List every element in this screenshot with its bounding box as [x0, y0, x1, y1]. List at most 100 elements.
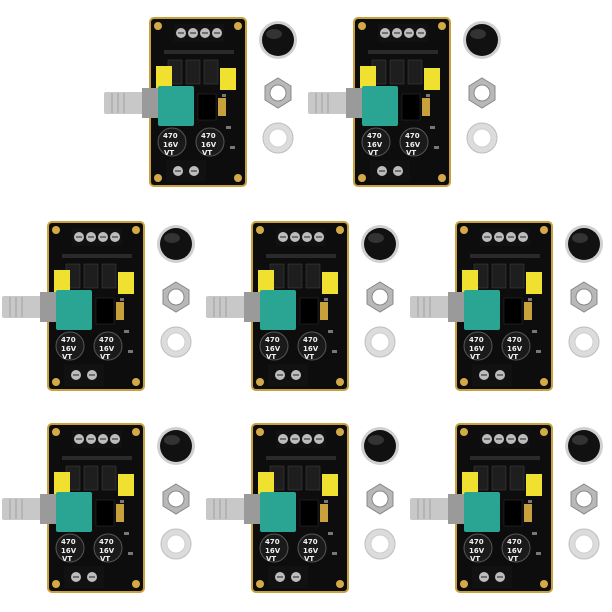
hex-nut: [264, 77, 292, 109]
audio-jack: [401, 93, 421, 121]
capacitor-voltage-label: 16V: [367, 141, 383, 149]
audio-jack: [503, 499, 523, 527]
potentiometer-body: [260, 492, 296, 532]
volume-knob: [361, 427, 399, 465]
amplifier-kit-5: 470 16V VT 470 16V VT: [408, 221, 608, 397]
hex-nut: [570, 483, 598, 515]
capacitor-value-label: 470: [163, 132, 178, 140]
jack-contact: [116, 504, 124, 522]
capacitor-value-label: 470: [201, 132, 216, 140]
film-capacitor-left: [156, 66, 172, 90]
capacitor-brand-label: VT: [164, 149, 174, 157]
potentiometer-shaft: [308, 88, 366, 118]
electrolytic-capacitor-left: 470 16V VT: [157, 127, 187, 157]
volume-knob: [361, 225, 399, 263]
washer: [466, 122, 498, 154]
capacitor-value-label: 470: [61, 538, 76, 546]
film-capacitor-right: [118, 272, 134, 294]
washer: [568, 528, 600, 560]
amplifier-kit-8: 470 16V VT 470 16V VT: [408, 423, 608, 599]
potentiometer-body: [362, 86, 398, 126]
output-terminal-block: [480, 228, 530, 246]
capacitor-voltage-label: 16V: [507, 345, 523, 353]
capacitor-voltage-label: 16V: [507, 547, 523, 555]
amplifier-kit-illustration: 470 16V VT 470 16V VT: [206, 221, 399, 391]
capacitor-voltage-label: 16V: [61, 345, 77, 353]
electrolytic-capacitor-right: 470 16V VT: [195, 127, 225, 157]
volume-knob: [157, 225, 195, 263]
jack-contact: [116, 302, 124, 320]
film-capacitor-left: [462, 472, 478, 496]
jack-contact: [524, 504, 532, 522]
electrolytic-capacitor-left: 470 16V VT: [55, 331, 85, 361]
capacitor-voltage-label: 16V: [265, 345, 281, 353]
power-terminal-block: [64, 364, 104, 386]
capacitor-voltage-label: 16V: [61, 547, 77, 555]
audio-jack: [503, 297, 523, 325]
power-terminal-block: [268, 566, 308, 588]
potentiometer-body: [260, 290, 296, 330]
amplifier-kit-illustration: 470 16V VT 470 16V VT: [206, 423, 399, 593]
washer: [160, 528, 192, 560]
jack-contact: [422, 98, 430, 116]
volume-knob: [259, 21, 297, 59]
capacitor-brand-label: VT: [406, 149, 416, 157]
output-terminal-block: [480, 430, 530, 448]
capacitor-voltage-label: 16V: [99, 547, 115, 555]
potentiometer-body: [56, 290, 92, 330]
capacitor-value-label: 470: [303, 538, 318, 546]
capacitor-voltage-label: 16V: [303, 547, 319, 555]
amplifier-kit-7: 470 16V VT 470 16V VT: [204, 423, 404, 599]
audio-jack: [197, 93, 217, 121]
audio-jack: [299, 297, 319, 325]
amplifier-kit-1: 470 16V VT 470 16V VT: [102, 17, 302, 193]
potentiometer-shaft: [2, 494, 60, 524]
hex-nut: [162, 281, 190, 313]
capacitor-voltage-label: 16V: [469, 345, 485, 353]
audio-jack: [95, 499, 115, 527]
electrolytic-capacitor-right: 470 16V VT: [297, 331, 327, 361]
jack-contact: [524, 302, 532, 320]
film-capacitor-right: [424, 68, 440, 90]
washer: [160, 326, 192, 358]
capacitor-brand-label: VT: [266, 353, 276, 361]
film-capacitor-right: [526, 272, 542, 294]
capacitor-value-label: 470: [265, 336, 280, 344]
electrolytic-capacitor-right: 470 16V VT: [93, 331, 123, 361]
washer: [364, 528, 396, 560]
capacitor-brand-label: VT: [202, 149, 212, 157]
film-capacitor-left: [54, 472, 70, 496]
amplifier-kit-illustration: 470 16V VT 470 16V VT: [410, 423, 603, 593]
electrolytic-capacitor-left: 470 16V VT: [259, 533, 289, 563]
jack-contact: [320, 302, 328, 320]
capacitor-value-label: 470: [507, 336, 522, 344]
amplifier-kit-illustration: 470 16V VT 470 16V VT: [308, 17, 501, 187]
potentiometer-shaft: [206, 494, 264, 524]
potentiometer-shaft: [2, 292, 60, 322]
potentiometer-shaft: [104, 88, 162, 118]
hex-nut: [366, 483, 394, 515]
volume-knob: [463, 21, 501, 59]
electrolytic-capacitor-left: 470 16V VT: [55, 533, 85, 563]
capacitor-brand-label: VT: [470, 353, 480, 361]
output-terminal-block: [72, 228, 122, 246]
amplifier-kit-illustration: 470 16V VT 470 16V VT: [2, 221, 195, 391]
capacitor-voltage-label: 16V: [469, 547, 485, 555]
output-terminal-block: [72, 430, 122, 448]
capacitor-value-label: 470: [303, 336, 318, 344]
potentiometer-body: [158, 86, 194, 126]
power-terminal-block: [166, 160, 206, 182]
amplifier-kit-illustration: 470 16V VT 470 16V VT: [2, 423, 195, 593]
capacitor-value-label: 470: [61, 336, 76, 344]
film-capacitor-right: [322, 474, 338, 496]
capacitor-value-label: 470: [507, 538, 522, 546]
potentiometer-shaft: [206, 292, 264, 322]
potentiometer-body: [464, 290, 500, 330]
capacitor-brand-label: VT: [62, 353, 72, 361]
amplifier-kit-3: 470 16V VT 470 16V VT: [0, 221, 200, 397]
capacitor-brand-label: VT: [368, 149, 378, 157]
washer: [568, 326, 600, 358]
output-terminal-block: [174, 24, 224, 42]
electrolytic-capacitor-left: 470 16V VT: [463, 533, 493, 563]
capacitor-value-label: 470: [469, 538, 484, 546]
